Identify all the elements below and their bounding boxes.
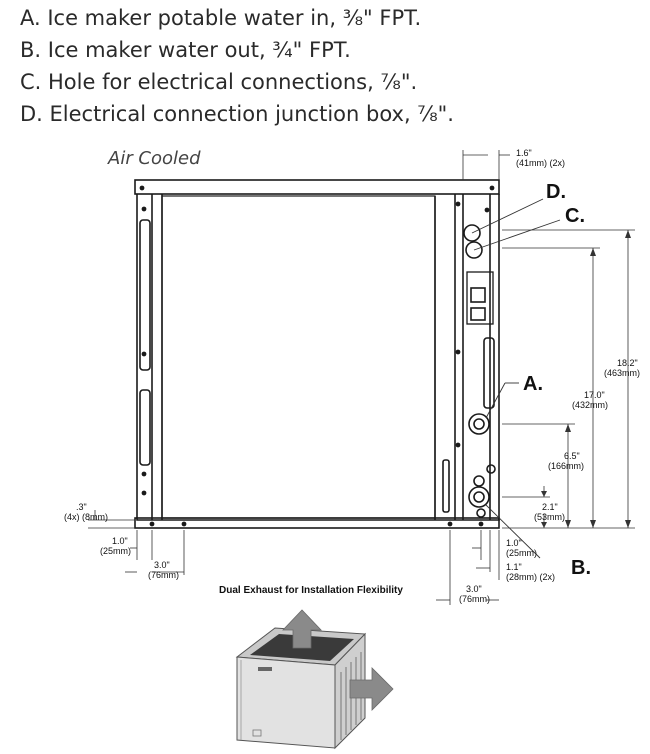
dim-right-1-1-mm: (28mm) (2x) [506,572,555,582]
dim-2-1: 2.1" [542,502,558,512]
dim-left-3-0: 3.0" [154,560,170,570]
callout-c: C. [565,205,585,227]
legend-item-b: B. Ice maker water out, ³⁄₄" FPT. [20,38,351,62]
callout-b: B. [571,557,591,579]
dim-right-1-1: 1.1" [506,562,522,572]
dim-right-3-0: 3.0" [466,584,482,594]
callout-a: A. [523,373,543,395]
dim-foot-0-3: .3" [76,502,87,512]
legend-item-a: A. Ice maker potable water in, ³⁄₈" FPT. [20,6,422,30]
dim-17-0: 17.0" [584,390,605,400]
exhaust-up-arrow [282,609,322,649]
callout-d: D. [546,181,566,203]
dimension-arrows [541,230,631,528]
dim-right-3-0-mm: (76mm) [459,594,490,604]
dim-6-5: 6.5" [564,451,580,461]
dim-right-1-0: 1.0" [506,538,522,548]
cabinet-outline [134,179,500,529]
dim-left-3-0-mm: (76mm) [148,570,179,580]
legend-item-c: C. Hole for electrical connections, ⁷⁄₈"… [20,70,418,94]
dim-2-1-mm: (53mm) [534,512,565,522]
dimension-lines [88,150,635,605]
dim-6-5-mm: (166mm) [548,461,584,471]
exhaust-caption: Dual Exhaust for Installation Flexibilit… [219,585,403,596]
dim-top-1-6: 1.6" [516,148,532,158]
callout-leaders [471,198,561,559]
screw-dots [139,185,495,527]
diagram-subtitle: Air Cooled [108,148,201,169]
exhaust-right-arrow [349,667,394,711]
dim-18-2-mm: (463mm) [604,368,640,378]
exhaust-unit-illustration [235,609,394,750]
dim-left-1-0-mm: (25mm) [100,546,131,556]
dim-right-1-0-mm: (25mm) [506,548,537,558]
dim-foot-0-3-mm: (4x) (8mm) [64,512,108,522]
dim-17-0-mm: (432mm) [572,400,608,410]
dim-left-1-0: 1.0" [112,536,128,546]
legend-list: A. Ice maker potable water in, ³⁄₈" FPT.… [20,2,454,130]
dim-top-1-6-mm: (41mm) (2x) [516,158,565,168]
dim-18-2: 18.2" [617,358,638,368]
legend-item-d: D. Electrical connection junction box, ⁷… [20,102,454,126]
